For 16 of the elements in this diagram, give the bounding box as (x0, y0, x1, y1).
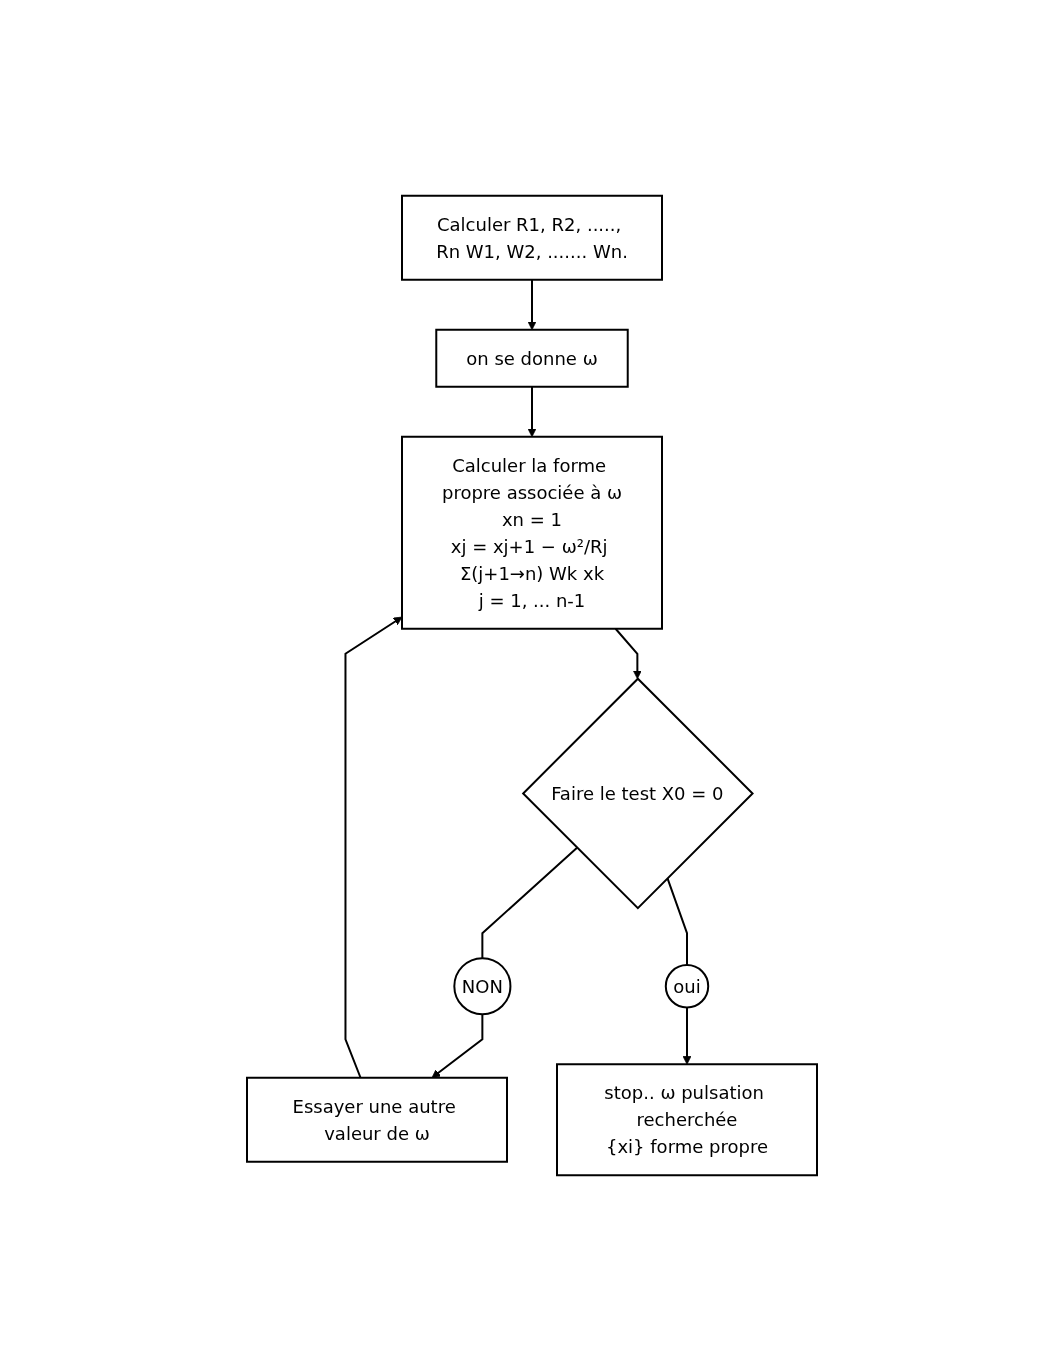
connector (665, 877, 688, 966)
node-diamond: Faire le test X0 = 0 (521, 677, 754, 910)
node-box: on se donne ω (434, 328, 629, 388)
node-box: Essayer une autre valeur de ω (245, 1076, 508, 1163)
arrow (527, 278, 536, 331)
node-circle: oui (664, 964, 709, 1009)
arrow (614, 627, 642, 680)
arrow (343, 616, 402, 1079)
node-box: Calculer la forme propre associée à ω xn = 1 xj = xj+1 − ω²/Rj Σ(j+1→n) Wk xk j = 1, ... n-1 (400, 435, 663, 630)
arrow (527, 385, 536, 438)
arrow (682, 1006, 691, 1065)
node-box: stop.. ω pulsation recherchée {xi} forme propre (555, 1063, 818, 1177)
connector (480, 846, 578, 960)
arrow (431, 1013, 483, 1079)
node-box: Calculer R1, R2, ....., Rn W1, W2, ....... Wn. (400, 194, 663, 281)
node-circle: NON (452, 957, 511, 1016)
